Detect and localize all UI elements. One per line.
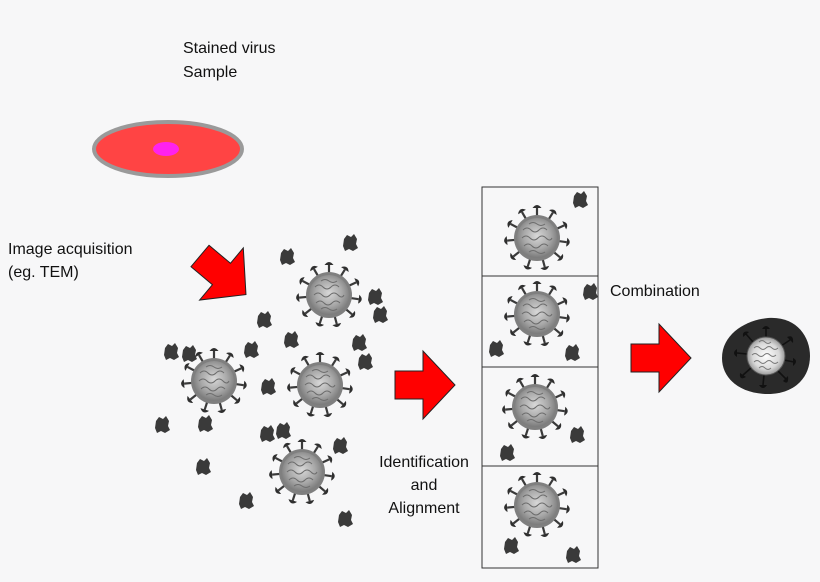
sample-label-line2: Sample: [183, 64, 237, 81]
identification-label-line3: Alignment: [388, 500, 460, 517]
debris-particle-icon: [155, 416, 170, 433]
averaged-virus-icon: [722, 317, 810, 394]
debris-particle-icon: [338, 510, 353, 527]
debris-particle-icon: [164, 343, 179, 360]
debris-particle-icon: [352, 334, 367, 351]
debris-particle-icon: [373, 306, 388, 323]
debris-particle-icon: [239, 492, 254, 509]
debris-particle-icon: [182, 345, 197, 362]
sample-label-line1: Stained virus: [183, 40, 276, 57]
identification-label-line2: and: [411, 477, 438, 494]
identification-label-line1: Identification: [379, 454, 469, 471]
debris-particle-icon: [198, 415, 213, 432]
virus-particle-icon: [296, 262, 363, 328]
acquisition-label-line1: Image acquisition: [8, 241, 133, 258]
identification-arrow: [394, 350, 456, 420]
acquisition-label-line2: (eg. TEM): [8, 264, 79, 281]
petri-dish-icon: [92, 120, 244, 178]
virus-particle-icon: [287, 352, 354, 418]
debris-particle-icon: [244, 341, 259, 358]
combination-label: Combination: [610, 283, 700, 300]
acquisition-arrow: [177, 229, 269, 322]
debris-particle-icon: [276, 422, 291, 439]
debris-particle-icon: [358, 353, 373, 370]
debris-particle-icon: [343, 234, 358, 251]
debris-particle-icon: [196, 458, 211, 475]
debris-particle-icon: [257, 311, 272, 328]
micrograph-field: [155, 234, 388, 527]
aligned-particle-stack: [481, 186, 599, 569]
debris-particle-icon: [284, 331, 299, 348]
debris-particle-icon: [368, 288, 383, 305]
debris-particle-icon: [260, 425, 275, 442]
debris-particle-icon: [333, 437, 348, 454]
debris-particle-icon: [280, 248, 295, 265]
debris-particle-icon: [261, 378, 276, 395]
combination-arrow: [630, 323, 692, 393]
virus-particle-icon: [269, 439, 336, 505]
